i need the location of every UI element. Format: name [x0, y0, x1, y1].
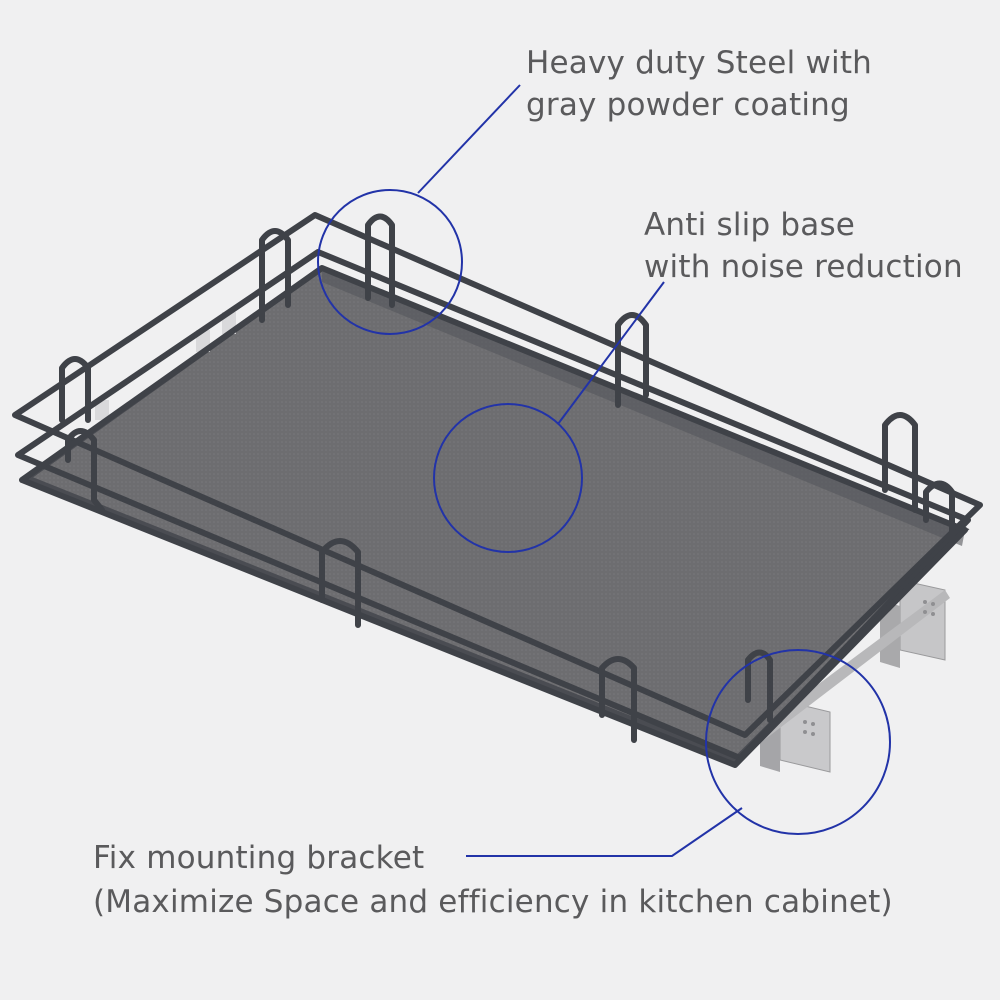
callout-leader-base [557, 281, 665, 425]
callout-circle-base [433, 403, 583, 553]
callout-markers [317, 84, 891, 857]
callout-circle-steel [317, 189, 463, 335]
callout-steel-line1: Heavy duty Steel with [526, 45, 873, 81]
callout-base-line2: with noise reduction [644, 249, 963, 285]
callout-leader-steel [417, 84, 521, 194]
callout-leader-bracket [466, 807, 743, 857]
callout-steel-line2: gray powder coating [526, 87, 850, 123]
wire-frame [12, 212, 983, 768]
callout-anti-slip-base: Anti slip base with noise reduction [644, 204, 963, 288]
callout-base-line1: Anti slip base [644, 207, 856, 243]
callout-bracket-line1: Fix mounting bracket [93, 840, 425, 876]
callout-bracket-line2: (Maximize Space and efficiency in kitche… [93, 884, 893, 920]
callout-steel-coating: Heavy duty Steel with gray powder coatin… [526, 42, 872, 126]
callout-circle-bracket [705, 649, 891, 835]
callout-mounting-bracket: Fix mounting bracket (Maximize Space and… [93, 836, 893, 924]
